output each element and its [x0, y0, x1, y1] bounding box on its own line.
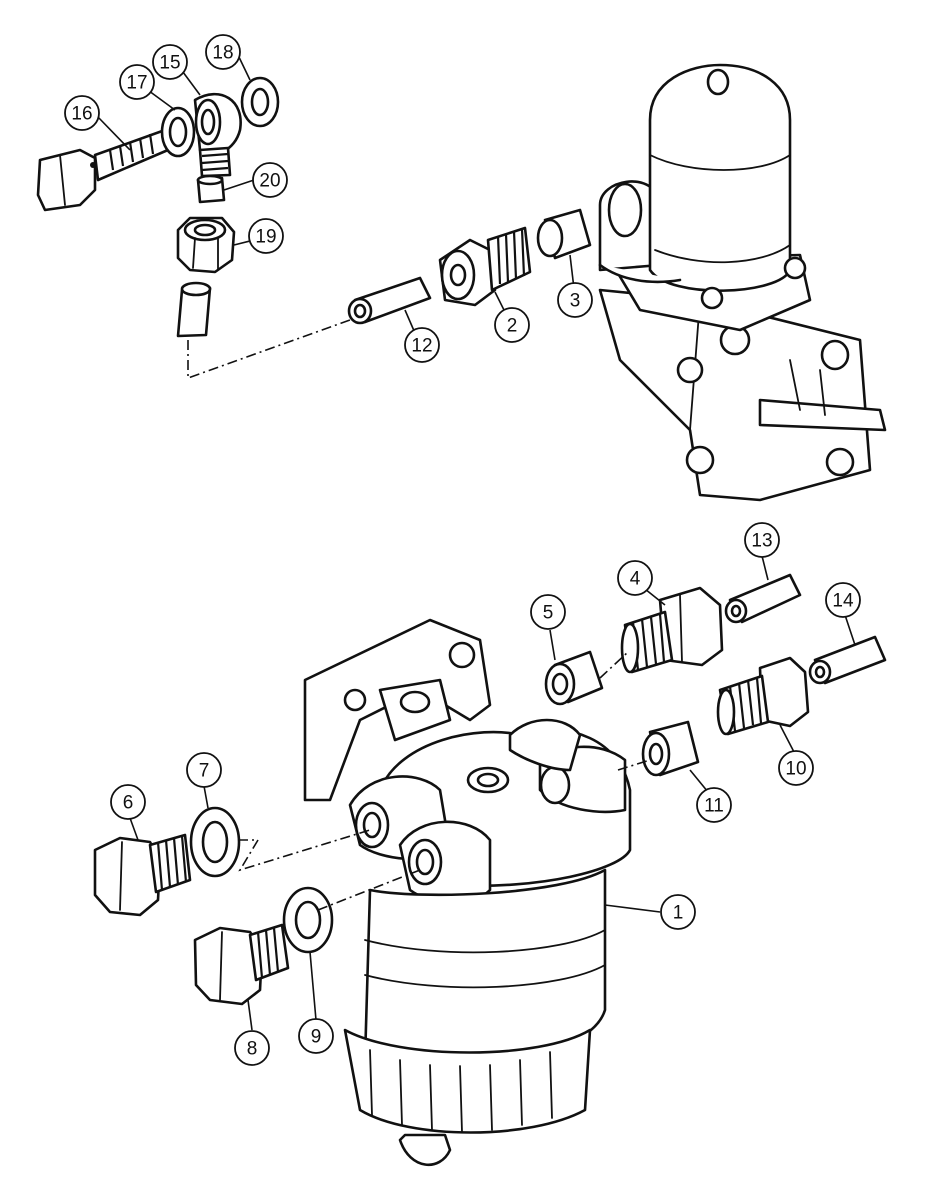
fuel-pipe-12	[347, 276, 432, 325]
callout-label-14: 14	[832, 591, 854, 612]
washer-17	[160, 106, 196, 158]
banjo-union-15	[193, 92, 242, 178]
pipe-route-line-6	[238, 829, 371, 872]
olive-5	[544, 650, 604, 706]
pipe-route-line-5	[599, 651, 629, 679]
callout-label-20: 20	[259, 171, 280, 192]
union-nut-19	[176, 216, 236, 274]
callout-label-2: 2	[507, 316, 518, 337]
callout-6: 6	[110, 784, 146, 820]
washer-7	[189, 806, 241, 878]
callout-3: 3	[557, 282, 593, 318]
callout-label-4: 4	[630, 569, 641, 590]
callout-19: 19	[248, 218, 284, 254]
plug-8	[193, 923, 290, 1006]
callout-13: 13	[744, 522, 780, 558]
callout-2: 2	[494, 307, 530, 343]
union-10	[716, 656, 810, 736]
olive-3	[536, 208, 592, 260]
washer-9	[282, 886, 334, 954]
callout-label-3: 3	[570, 291, 581, 312]
callout-label-6: 6	[123, 793, 134, 814]
callout-4: 4	[617, 560, 653, 596]
callout-20: 20	[252, 162, 288, 198]
callout-16: 16	[64, 95, 100, 131]
union-4	[620, 586, 724, 674]
union-2	[438, 226, 532, 307]
callout-label-5: 5	[543, 603, 554, 624]
callout-14: 14	[825, 582, 861, 618]
callout-label-18: 18	[212, 43, 233, 64]
callout-7: 7	[186, 752, 222, 788]
callout-8: 8	[234, 1030, 270, 1066]
callout-label-7: 7	[199, 761, 210, 782]
washer-18	[240, 76, 280, 128]
pipe-route-line-11	[617, 759, 651, 771]
callout-label-19: 19	[255, 227, 276, 248]
fuel-pipe-13	[724, 573, 802, 624]
callout-label-9: 9	[311, 1027, 322, 1048]
callout-label-16: 16	[71, 104, 92, 125]
plug-6	[93, 833, 192, 917]
pipe-route-line-8	[317, 869, 421, 911]
banjo-bolt-16	[36, 128, 170, 212]
callout-12: 12	[404, 327, 440, 363]
callout-label-17: 17	[126, 73, 147, 94]
callout-5: 5	[530, 594, 566, 630]
callout-17: 17	[119, 64, 155, 100]
callout-10: 10	[778, 750, 814, 786]
callout-label-12: 12	[411, 336, 432, 357]
fuel-lift-pump	[598, 63, 887, 502]
pipe-route-line-top	[187, 319, 351, 380]
callout-label-11: 11	[704, 796, 724, 817]
callout-18: 18	[205, 34, 241, 70]
olive-20	[196, 174, 226, 204]
callout-label-10: 10	[785, 759, 806, 780]
callout-label-13: 13	[751, 531, 772, 552]
callout-label-8: 8	[247, 1039, 258, 1060]
fuel-pipe-14	[808, 635, 887, 685]
fuel-filter-1	[303, 618, 632, 1166]
callout-9: 9	[298, 1018, 334, 1054]
callout-15: 15	[152, 44, 188, 80]
olive-11	[641, 720, 700, 777]
callout-11: 11	[696, 787, 732, 823]
callout-label-1: 1	[673, 903, 684, 924]
fuel-pipe-section	[176, 281, 212, 338]
callout-1: 1	[660, 894, 696, 930]
callout-label-15: 15	[159, 53, 180, 74]
